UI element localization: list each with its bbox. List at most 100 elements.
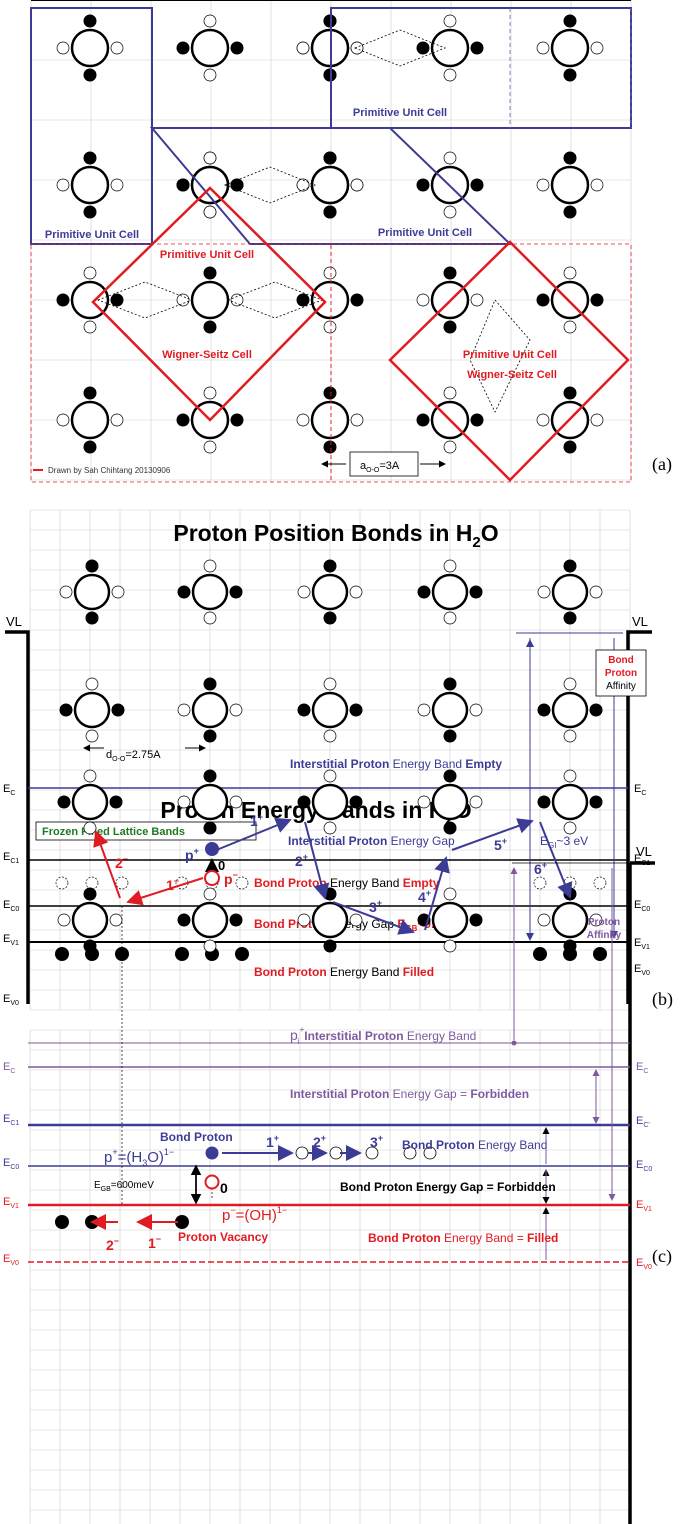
c-ec0-r-sub: C0 bbox=[643, 1166, 652, 1173]
lattice-constant: aO-O=3A bbox=[321, 451, 446, 477]
empty-proton-site bbox=[417, 703, 431, 717]
empty-proton-site bbox=[469, 703, 483, 717]
h3o-sub: 3 bbox=[142, 1158, 147, 1168]
affinity-line-3: Affinity bbox=[606, 681, 636, 692]
empty-band-site bbox=[55, 876, 69, 890]
hop-4p bbox=[424, 856, 450, 931]
c-bb-2: Energy Band bbox=[475, 1138, 548, 1152]
bonded-proton bbox=[323, 611, 337, 625]
water-molecule bbox=[176, 266, 244, 334]
filled-band-proton bbox=[235, 947, 249, 961]
c-bb-1: Bond Proton bbox=[402, 1138, 475, 1152]
empty-band-site bbox=[115, 876, 129, 890]
pi-sup: + bbox=[300, 1025, 305, 1034]
empty-proton-site bbox=[297, 913, 311, 927]
zero-b: 0 bbox=[220, 1180, 228, 1196]
ev1-left: E bbox=[3, 933, 10, 945]
oxygen-atom bbox=[311, 573, 349, 611]
title-top-end: O bbox=[481, 520, 499, 546]
c-bond-band-label: Bond Proton Energy Band bbox=[402, 1138, 547, 1152]
water-molecule bbox=[56, 151, 124, 219]
water-molecule bbox=[57, 887, 123, 953]
bonded-proton bbox=[83, 14, 97, 28]
empty-band-site bbox=[365, 1146, 379, 1160]
empty-proton-site bbox=[349, 585, 363, 599]
proton-hop-arrows bbox=[213, 817, 573, 935]
panel-c-grid bbox=[29, 1029, 631, 1524]
empty-proton-site bbox=[323, 769, 337, 783]
empty-proton-site bbox=[563, 821, 577, 835]
c-ig-2: Energy Gap = bbox=[389, 1087, 470, 1101]
c-bg-2: Forbidden bbox=[497, 1180, 556, 1194]
oxygen-atom bbox=[551, 901, 589, 939]
empty-proton-site bbox=[57, 913, 71, 927]
water-molecule bbox=[177, 559, 243, 625]
bond-proton-marker bbox=[205, 1146, 219, 1160]
bond-proton-label: Bond Proton bbox=[160, 1130, 233, 1144]
ec1-left: E bbox=[3, 851, 10, 863]
egi-symbol: E bbox=[540, 834, 548, 848]
empty-proton-site bbox=[177, 795, 191, 809]
dotted-guides-c bbox=[121, 906, 213, 1206]
oxygen-atom bbox=[191, 783, 229, 821]
svg-text:2−: 2− bbox=[106, 1236, 119, 1253]
empty-proton-site bbox=[323, 677, 337, 691]
ec1-right: E bbox=[634, 853, 641, 865]
bonded-proton bbox=[83, 440, 97, 454]
empty-proton-site bbox=[469, 795, 483, 809]
empty-proton-site bbox=[59, 585, 73, 599]
bonded-proton bbox=[443, 677, 457, 691]
bonded-proton bbox=[469, 585, 483, 599]
p-plus: p bbox=[185, 847, 194, 863]
empty-proton-site bbox=[590, 41, 604, 55]
bonded-proton bbox=[537, 703, 551, 717]
oxygen-atom bbox=[431, 691, 469, 729]
oxygen-atom bbox=[70, 400, 110, 440]
empty-proton-site bbox=[110, 178, 124, 192]
water-molecule bbox=[176, 151, 244, 219]
bonded-proton bbox=[323, 887, 337, 901]
bonded-proton bbox=[230, 413, 244, 427]
empty-proton-site bbox=[417, 795, 431, 809]
c-bond-gap-label: Bond Proton Energy Gap = Forbidden bbox=[340, 1180, 556, 1194]
bonded-proton bbox=[176, 178, 190, 192]
label-wigner-seitz-red: Wigner-Seitz Cell bbox=[162, 349, 252, 361]
svg-text:5+: 5+ bbox=[494, 836, 507, 853]
h3o-eq: =(H bbox=[118, 1149, 143, 1166]
svg-text:EV1: EV1 bbox=[634, 937, 650, 951]
vacancy-band-labels: 1− 2− bbox=[106, 1234, 161, 1253]
s1m: 1 bbox=[166, 877, 174, 893]
ev1-right-sub: V1 bbox=[641, 944, 650, 951]
interstitial-band-label: Interstitial Proton Energy Band Empty bbox=[290, 757, 502, 771]
p-minus: p bbox=[224, 871, 233, 887]
water-molecule bbox=[537, 769, 603, 835]
empty-proton-site bbox=[296, 178, 310, 192]
affinity-line-2: Proton bbox=[605, 668, 637, 679]
empty-proton-site bbox=[203, 68, 217, 82]
svg-text:EV0: EV0 bbox=[634, 963, 650, 977]
empty-proton-site bbox=[563, 266, 577, 280]
svg-text:1−: 1− bbox=[166, 876, 179, 893]
bonded-proton bbox=[417, 585, 431, 599]
oxygen-atom bbox=[190, 165, 230, 205]
panel-a: Primitive Unit Cell Primitive Unit Cell … bbox=[30, 0, 672, 483]
h3o-psup: + bbox=[112, 1147, 117, 1157]
affinity-c-2: Affinity bbox=[587, 930, 622, 941]
oxygen-atom bbox=[310, 400, 350, 440]
bs2-sup: + bbox=[321, 1133, 326, 1143]
bond-band-empty-label: Bond Proton Energy Band Empty bbox=[254, 876, 440, 890]
empty-proton-site bbox=[590, 178, 604, 192]
c-ib-1: Interstitial Proton bbox=[304, 1029, 403, 1043]
filled-band-proton bbox=[175, 947, 189, 961]
s5p: 5 bbox=[494, 837, 502, 853]
bonded-proton bbox=[563, 386, 577, 400]
empty-proton-site bbox=[203, 939, 217, 953]
empty-proton-site bbox=[109, 913, 123, 927]
filled-band-proton bbox=[533, 947, 547, 961]
ec0-right-sub: C0 bbox=[641, 906, 650, 913]
c-ec1-r-sub: C' bbox=[643, 1122, 649, 1129]
empty-proton-site bbox=[85, 677, 99, 691]
energy-labels-right-c: EC EC' EC0 EV1 EV0 bbox=[636, 1061, 652, 1271]
bonded-proton bbox=[563, 14, 577, 28]
empty-band-site bbox=[593, 876, 607, 890]
